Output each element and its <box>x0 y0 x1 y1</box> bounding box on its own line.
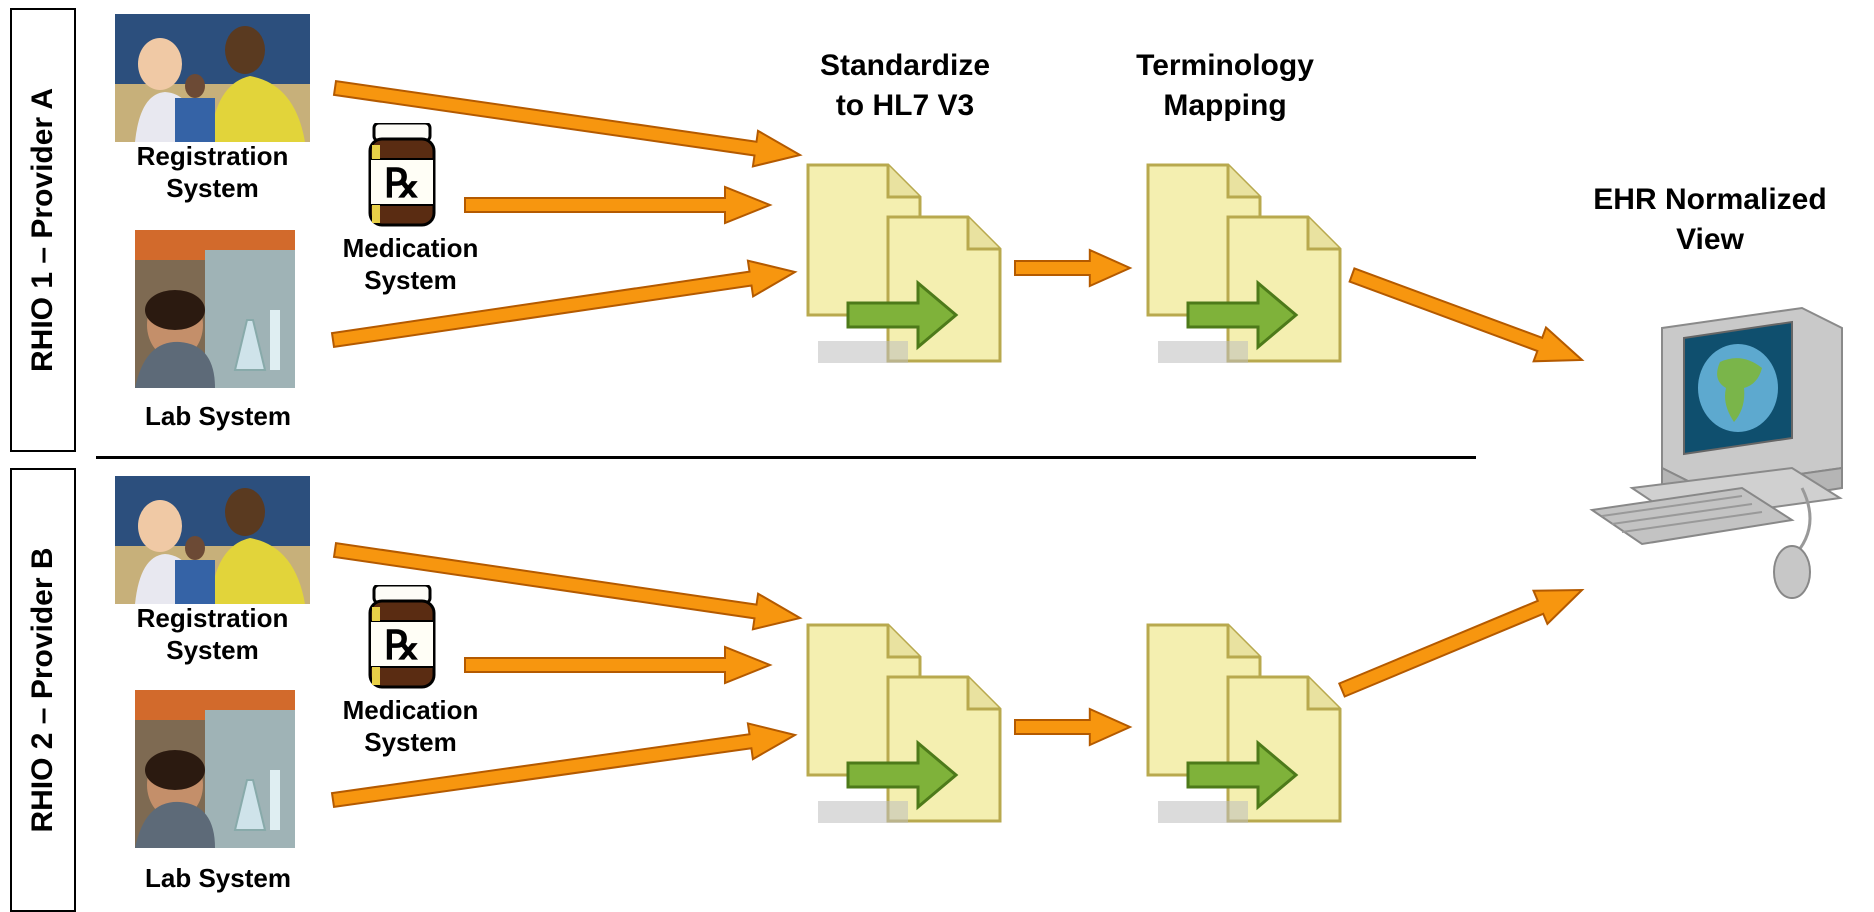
document-transform-icon <box>806 163 1002 363</box>
section-divider <box>96 456 1476 459</box>
registration-system-label: Registration System <box>136 141 289 203</box>
medication-system-label: Medication System <box>342 233 479 295</box>
flow-arrow <box>332 79 803 168</box>
flow-arrow <box>332 541 803 631</box>
document-transform-icon <box>1146 623 1342 823</box>
registration-photo-icon <box>115 476 310 604</box>
lab-system-label: Lab System <box>145 401 291 431</box>
flow-arrow <box>464 645 773 685</box>
lab-system-label: Lab System <box>145 863 291 893</box>
rx-bottle-icon: ℞ <box>368 583 436 689</box>
flow-arrow <box>464 185 773 225</box>
provider-a-panel: RHIO 1 – Provider A <box>10 8 76 452</box>
flow-arrow <box>330 722 798 809</box>
terminology-title: Terminology Mapping <box>1136 49 1314 122</box>
flow-arrow <box>1348 267 1585 363</box>
provider-b-panel: RHIO 2 – Provider B <box>10 468 76 912</box>
registration-photo-icon <box>115 14 310 142</box>
standardize-title: Standardize to HL7 V3 <box>819 49 991 122</box>
flow-arrow <box>1014 707 1133 747</box>
document-transform-icon <box>1146 163 1342 363</box>
computer-globe-icon <box>1589 306 1843 599</box>
flow-arrow <box>1337 588 1585 698</box>
rx-symbol: ℞ <box>384 623 420 668</box>
registration-system-label: Registration System <box>136 603 289 665</box>
flow-arrow <box>1014 248 1133 288</box>
lab-photo-icon <box>135 690 295 848</box>
flow-arrow <box>330 259 798 349</box>
ehr-view-title: EHR Normalized View <box>1593 183 1827 256</box>
rx-symbol: ℞ <box>384 161 420 206</box>
rx-bottle-icon: ℞ <box>368 121 436 227</box>
medication-system-label: Medication System <box>342 695 479 757</box>
document-transform-icon <box>806 623 1002 823</box>
lab-photo-icon <box>135 230 295 388</box>
